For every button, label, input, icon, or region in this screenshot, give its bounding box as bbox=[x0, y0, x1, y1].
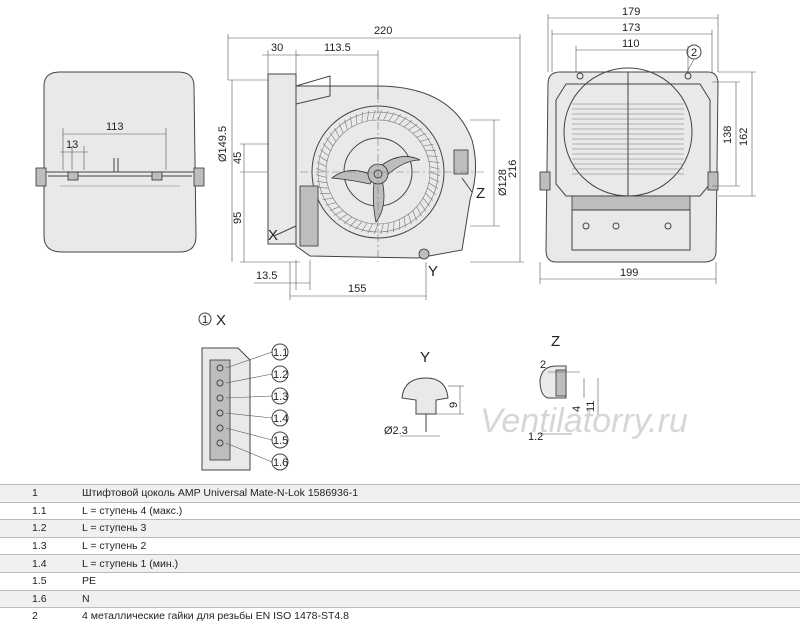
dim-95: 95 bbox=[232, 212, 244, 224]
pin-label: 1.2 bbox=[273, 369, 288, 381]
view-marker-z: Z bbox=[476, 185, 485, 202]
legend-text: L = ступень 1 (мин.) bbox=[76, 554, 800, 573]
legend-key: 1 bbox=[0, 484, 76, 503]
callout-2: 2 bbox=[691, 47, 697, 59]
dim-216: 216 bbox=[507, 160, 519, 178]
detail-x: 1 X 1.1 1.2 1.3 1.4 1.5 1.6 bbox=[198, 312, 289, 471]
legend-key: 1.4 bbox=[0, 554, 76, 573]
dim-y-9: 9 bbox=[448, 402, 460, 408]
dim-diameter-149-5: Ø149.5 bbox=[217, 126, 229, 162]
dim-z-1-2: 1.2 bbox=[528, 431, 543, 443]
detail-y: Y 9 Ø2.3 bbox=[384, 349, 464, 437]
legend-key: 1.2 bbox=[0, 519, 76, 538]
right-view: 179 173 110 2 138 162 199 bbox=[539, 6, 756, 284]
dim-y-diameter-2-3: Ø2.3 bbox=[384, 425, 408, 437]
legend-text: L = ступень 3 bbox=[76, 519, 800, 538]
legend-key: 1.1 bbox=[0, 501, 76, 520]
dim-30: 30 bbox=[271, 42, 283, 54]
connector-pin-labels: 1.1 1.2 1.3 1.4 1.5 1.6 bbox=[225, 343, 289, 471]
dim-13-5: 13.5 bbox=[256, 270, 277, 282]
legend-key: 2 bbox=[0, 607, 76, 625]
left-view: 113 13 bbox=[35, 71, 205, 253]
legend-text: L = ступень 4 (макс.) bbox=[76, 501, 800, 520]
dim-diameter-128: Ø128 bbox=[497, 169, 509, 196]
legend-text: Штифтовой цоколь AMP Universal Mate-N-Lo… bbox=[76, 484, 800, 503]
dim-113: 113 bbox=[106, 121, 124, 133]
legend-key: 1.5 bbox=[0, 571, 76, 591]
detail-x-title: X bbox=[216, 312, 226, 329]
legend-text: N bbox=[76, 589, 800, 608]
dim-113-5: 113.5 bbox=[324, 42, 351, 54]
view-marker-x: X bbox=[268, 227, 278, 244]
detail-y-title: Y bbox=[420, 349, 430, 366]
pin-label: 1.1 bbox=[273, 347, 288, 359]
legend-text: L = ступень 2 bbox=[76, 536, 800, 555]
dim-162: 162 bbox=[738, 128, 750, 146]
pin-label: 1.4 bbox=[273, 413, 288, 425]
detail-z-title: Z bbox=[551, 333, 560, 350]
legend-key: 1.3 bbox=[0, 536, 76, 555]
watermark: Ventilatorry.ru bbox=[480, 402, 688, 440]
pin-label: 1.5 bbox=[273, 435, 288, 447]
dim-110: 110 bbox=[622, 38, 640, 50]
dim-13: 13 bbox=[66, 139, 78, 151]
dim-199: 199 bbox=[620, 267, 638, 279]
legend-key: 1.6 bbox=[0, 589, 76, 608]
detail-number: 1 bbox=[202, 314, 208, 326]
impeller-blades bbox=[315, 109, 441, 235]
pin-label: 1.3 bbox=[273, 391, 288, 403]
front-view: 220 30 113.5 Ø149.5 45 95 13.5 155 bbox=[217, 25, 524, 300]
dim-179: 179 bbox=[622, 6, 640, 18]
dim-45: 45 bbox=[232, 152, 244, 164]
legend-text: 4 металлические гайки для резьбы EN ISO … bbox=[76, 607, 800, 625]
dim-173: 173 bbox=[622, 22, 640, 34]
legend-text: PE bbox=[76, 571, 800, 591]
dim-z-4: 4 bbox=[571, 406, 583, 412]
dim-155: 155 bbox=[348, 283, 366, 295]
dim-138: 138 bbox=[722, 126, 734, 144]
pin-label: 1.6 bbox=[273, 457, 288, 469]
view-marker-y: Y bbox=[428, 263, 438, 280]
dim-z-2: 2 bbox=[540, 359, 546, 371]
dim-220: 220 bbox=[374, 25, 392, 37]
connector-pin-holes bbox=[216, 364, 224, 447]
technical-drawing: 113 13 220 bbox=[35, 6, 756, 471]
dim-z-11: 11 bbox=[585, 401, 597, 412]
detail-z: Z 2 4 11 1.2 bbox=[528, 333, 599, 443]
